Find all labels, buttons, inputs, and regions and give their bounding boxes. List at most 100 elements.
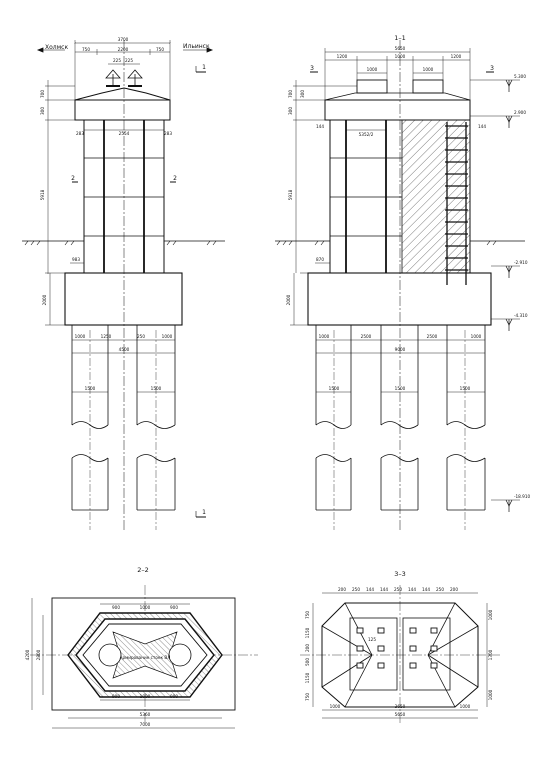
cut-3-right: 3 — [490, 65, 494, 72]
front-pile-total: 4500 — [119, 347, 130, 352]
cut-2-right: 2 — [173, 175, 177, 182]
elev-4: -4.310 — [514, 313, 528, 318]
section-2-2-title: 2–2 — [137, 566, 149, 574]
elev-5: -18.910 — [514, 494, 530, 499]
s33-top-5: 250 — [394, 587, 402, 592]
side-height-1: 700 — [288, 90, 293, 98]
s33-right-1: 1000 — [488, 609, 493, 620]
s33-top-8: 250 — [436, 587, 444, 592]
s33-left-3: 200 — [305, 644, 310, 652]
side-height-2: 300 — [300, 90, 305, 98]
dir-right-label: Ильинск — [183, 43, 210, 50]
section-2-2 — [30, 585, 258, 729]
s33-top-3: 144 — [366, 587, 374, 592]
side-elevation-labels: 1–1 5650 1200 1000 1200 1000 1000 700 30… — [286, 34, 530, 499]
s22-bottom-3: 900 — [170, 694, 178, 699]
front-top-part-1: 750 — [82, 47, 90, 52]
front-height-1: 700 — [40, 90, 45, 98]
bearing-right — [127, 69, 143, 87]
front-elevation — [22, 40, 225, 530]
side-pile-total: 9000 — [395, 347, 406, 352]
section-3-3 — [300, 585, 500, 725]
front-col-offset-2: 2554 — [119, 131, 130, 136]
front-top-part-3: 750 — [156, 47, 164, 52]
side-footing-offset: 870 — [316, 257, 324, 262]
front-col-offset-3: 283 — [164, 131, 172, 136]
side-top-total: 5650 — [395, 46, 406, 51]
cut-1-top: 1 — [202, 64, 206, 71]
elev-1: 5.300 — [514, 74, 526, 79]
front-pile-dia-1: 1500 — [85, 386, 96, 391]
s33-top-2: 250 — [352, 587, 360, 592]
s22-side-1: 4200 — [25, 649, 30, 660]
side-col-height: 5918 — [288, 189, 293, 200]
front-pile-sp-3: 250 — [137, 334, 145, 339]
section-1-1-title: 1–1 — [394, 34, 406, 42]
front-top-part-2: 2200 — [118, 47, 129, 52]
s22-top-2: 1000 — [140, 605, 151, 610]
side-pile-sp-3: 2500 — [427, 334, 438, 339]
side-top-sub-1: 1000 — [367, 67, 378, 72]
s33-left-5: 1150 — [305, 672, 310, 683]
side-top-part-2: 1000 — [395, 54, 406, 59]
s22-side-2: 2800 — [36, 649, 41, 660]
front-bearing-1: 225 — [113, 58, 121, 63]
side-pile-sp-1: 1000 — [319, 334, 330, 339]
side-pile-dia-2: 1500 — [395, 386, 406, 391]
s33-top-6: 144 — [408, 587, 416, 592]
side-top-part-1: 1200 — [337, 54, 348, 59]
rebar-cage — [445, 122, 468, 285]
s22-total-2: 7000 — [140, 722, 151, 727]
s33-left-2: 1150 — [305, 627, 310, 638]
front-col-height: 5918 — [40, 189, 45, 200]
s22-center-label: Армирование стоек ВЛ — [120, 655, 171, 660]
section-3-3-labels: 3–3 200 250 144 144 250 144 144 250 200 … — [305, 570, 493, 717]
section-2-2-labels: 2–2 900 1000 900 900 1000 900 Армировани… — [25, 566, 178, 727]
elev-2: 2.900 — [514, 110, 526, 115]
side-elevation — [275, 40, 525, 530]
side-pile-sp-2: 2500 — [361, 334, 372, 339]
front-pile-dia-2: 1500 — [151, 386, 162, 391]
side-pile-dia-1: 1500 — [329, 386, 340, 391]
s33-left-4: 500 — [305, 658, 310, 666]
s33-right-3: 1000 — [488, 689, 493, 700]
side-col-offset: 144 — [316, 124, 324, 129]
front-pile-sp-1: 1000 — [75, 334, 86, 339]
elev-3: -2.910 — [514, 260, 528, 265]
front-pile-sp-4: 1000 — [162, 334, 173, 339]
side-height-3: 300 — [288, 107, 293, 115]
cut-3-left: 3 — [310, 65, 314, 72]
cut-2-left: 2 — [71, 175, 75, 182]
s33-total: 5650 — [395, 712, 406, 717]
s22-bottom-2: 1000 — [140, 694, 151, 699]
s22-top-3: 900 — [170, 605, 178, 610]
side-pile-sp-4: 1000 — [471, 334, 482, 339]
front-elevation-labels: 3700 750 2200 750 225 225 Холмск Ильинск… — [40, 37, 210, 516]
s33-top-9: 200 — [450, 587, 458, 592]
s33-left-1: 750 — [305, 611, 310, 619]
s33-top-4: 144 — [380, 587, 388, 592]
front-footing-height: 2000 — [42, 294, 47, 305]
section-3-3-title: 3–3 — [394, 570, 406, 578]
side-top-part-3: 1200 — [451, 54, 462, 59]
side-top-sub-2: 1000 — [423, 67, 434, 72]
front-pile-sp-2: 1250 — [101, 334, 112, 339]
s33-center-note: 125 — [368, 637, 376, 642]
front-bearing-2: 225 — [125, 58, 133, 63]
front-col-offset-1: 283 — [76, 131, 84, 136]
s33-bottom-3: 1000 — [460, 704, 471, 709]
s33-bottom-2: 3650 — [395, 704, 406, 709]
front-height-2: 300 — [40, 107, 45, 115]
front-top-total: 3700 — [118, 37, 129, 42]
s33-top-1: 200 — [338, 587, 346, 592]
dir-left-label: Холмск — [45, 44, 68, 51]
s22-top-1: 900 — [112, 605, 120, 610]
side-pile-dia-3: 1500 — [460, 386, 471, 391]
side-col-dim: 5352/2 — [359, 132, 374, 137]
cut-1-bottom: 1 — [202, 509, 206, 516]
s22-total-1: 5360 — [140, 712, 151, 717]
front-footing-offset: 983 — [72, 257, 80, 262]
side-rebar-offset: 144 — [478, 124, 486, 129]
